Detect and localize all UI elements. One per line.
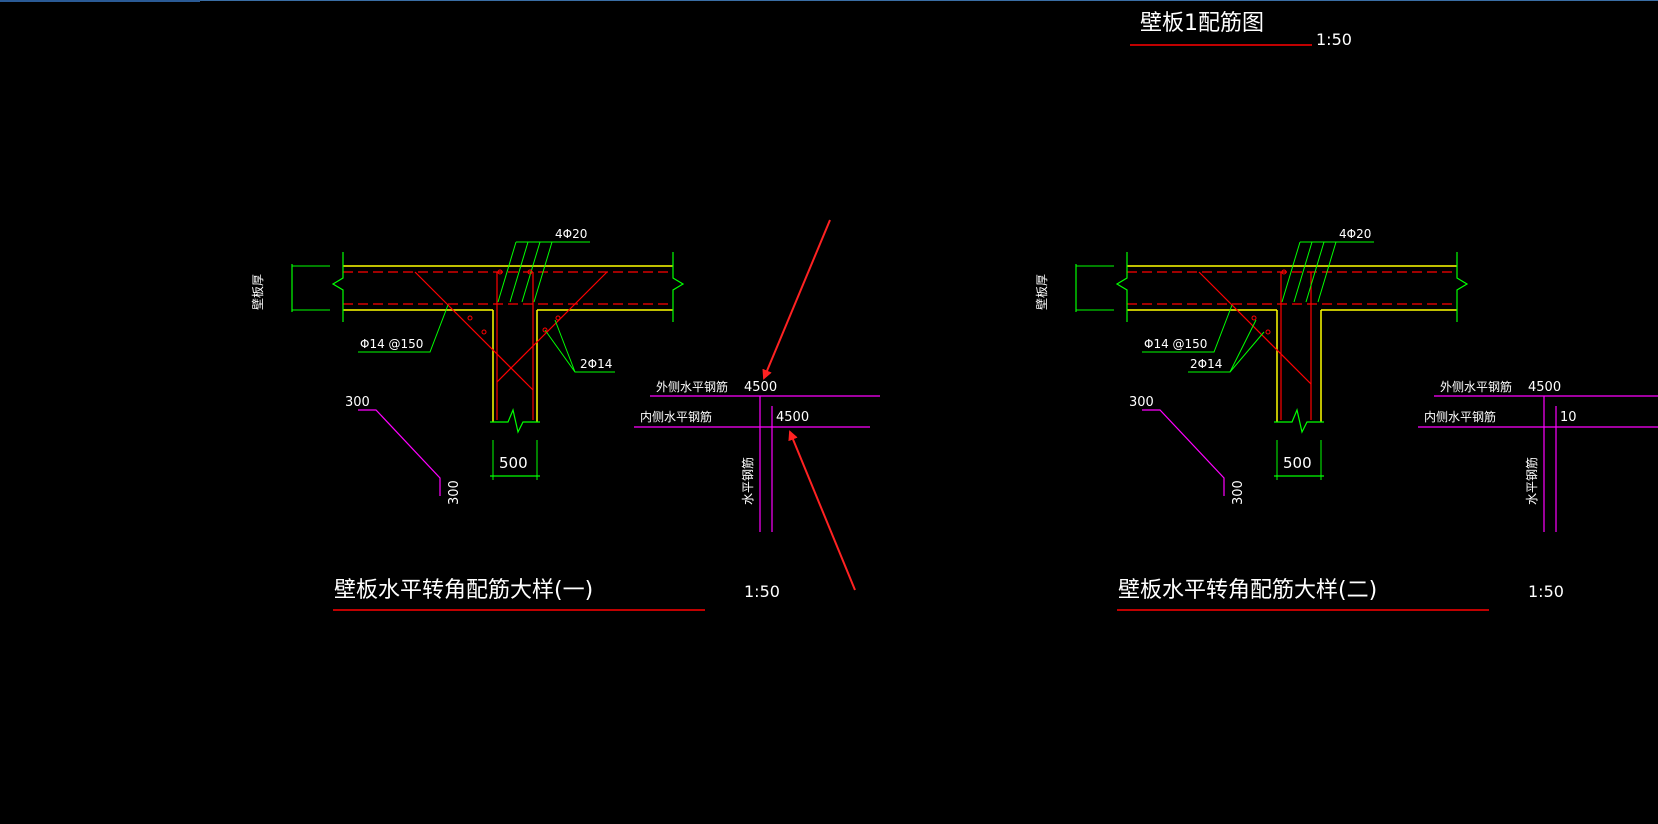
- rebar-dot: [527, 269, 533, 275]
- rebar-top-label: 4Φ20: [1339, 227, 1371, 241]
- leader-corner-b: [1229, 331, 1265, 373]
- thickness-label: 壁板厚: [1034, 274, 1049, 310]
- rebar-dot: [542, 327, 548, 333]
- window-top-accent: [0, 0, 200, 2]
- hook-top-label: 300: [345, 395, 370, 410]
- break-right-symbol: [672, 252, 685, 322]
- detail-two-scale: 1:50: [1528, 582, 1564, 601]
- break-right-symbol: [1456, 252, 1469, 322]
- rebar-dot: [467, 315, 473, 321]
- leader-spacing: [1142, 304, 1233, 353]
- rebar-dot: [1251, 315, 1257, 321]
- leader-top-1: [497, 241, 517, 303]
- vertical-rebar-label: 水平钢筋: [1524, 457, 1539, 505]
- outer-rebar-label: 外侧水平钢筋: [1440, 379, 1512, 394]
- rebar-dot: [1281, 269, 1287, 275]
- diagonal-rebar-left: [414, 271, 534, 391]
- drawing-title: 壁板1配筋图: [1140, 11, 1264, 36]
- window-top-border: [0, 0, 1658, 1]
- hook-bottom-label: 300: [447, 480, 462, 505]
- detail-two-title: 壁板水平转角配筋大样(二): [1118, 578, 1377, 603]
- leader-top-3: [1305, 241, 1325, 303]
- rebar-corner-label: 2Φ14: [1190, 357, 1222, 371]
- rebar-top-label: 4Φ20: [555, 227, 587, 241]
- hook-bottom-label: 300: [1231, 480, 1246, 505]
- leader-top-2: [1293, 241, 1313, 303]
- width-dim-label: 500: [1283, 454, 1312, 472]
- outer-rebar-label: 外侧水平钢筋: [656, 379, 728, 394]
- rebar-spacing-label: Φ14 @150: [1144, 337, 1207, 351]
- inner-rebar-length: 10: [1560, 410, 1577, 425]
- diagonal-rebar: [1198, 271, 1312, 385]
- leader-top-1: [1281, 241, 1301, 303]
- detail-one-scale: 1:50: [744, 582, 780, 601]
- detail-two: 壁板厚 4Φ20 Φ14 @150 2Φ14 500 300 300 外侧水平钢…: [1034, 227, 1658, 611]
- hook-top-label: 300: [1129, 395, 1154, 410]
- rebar-dot: [481, 329, 487, 335]
- drawing-header: 壁板1配筋图 1:50: [1130, 11, 1352, 49]
- thickness-label: 壁板厚: [250, 274, 265, 310]
- break-left-symbol: [1115, 252, 1128, 322]
- rebar-dot: [1265, 329, 1271, 335]
- detail-one: 壁板厚 4Φ20 Φ14 @150 2Φ14 500 300 300 外侧水平钢…: [250, 227, 880, 611]
- detail-one-title: 壁板水平转角配筋大样(一): [334, 578, 593, 603]
- inner-rebar-length: 4500: [776, 410, 809, 425]
- leader-top-4: [1317, 241, 1337, 303]
- drawing-scale: 1:50: [1316, 30, 1352, 49]
- leader-top-3: [521, 241, 541, 303]
- break-left-symbol: [331, 252, 344, 322]
- annotation-arrow-lower: [788, 430, 856, 591]
- rebar-dot: [497, 269, 503, 275]
- break-bottom-symbol: [1274, 408, 1324, 434]
- diagonal-rebar-right: [496, 271, 608, 383]
- break-bottom-symbol: [490, 408, 540, 434]
- leader-corner-b: [554, 319, 576, 373]
- leader-top-4: [533, 241, 553, 303]
- annotation-arrow-upper: [762, 219, 831, 380]
- rebar-corner-label: 2Φ14: [580, 357, 612, 371]
- rebar-dot: [555, 315, 561, 321]
- width-dim-label: 500: [499, 454, 528, 472]
- inner-rebar-label: 内侧水平钢筋: [640, 409, 712, 424]
- hook-shape: [1142, 409, 1225, 496]
- leader-spacing: [358, 304, 449, 353]
- outer-rebar-length: 4500: [1528, 380, 1561, 395]
- vertical-rebar-label: 水平钢筋: [740, 457, 755, 505]
- outer-rebar-length: 4500: [744, 380, 777, 395]
- rebar-spacing-label: Φ14 @150: [360, 337, 423, 351]
- leader-top-2: [509, 241, 529, 303]
- inner-rebar-label: 内侧水平钢筋: [1424, 409, 1496, 424]
- hook-shape: [358, 409, 441, 496]
